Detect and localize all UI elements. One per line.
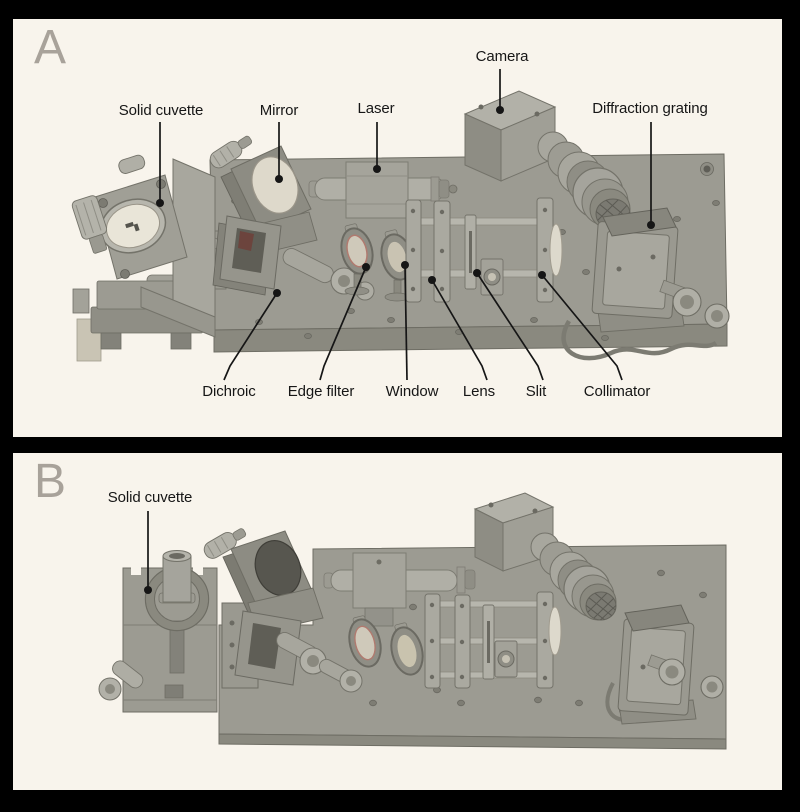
solid-cuvette-block-render bbox=[98, 550, 218, 713]
optical-setup-perspective-render bbox=[71, 69, 730, 381]
label-mirror: Mirror bbox=[259, 102, 299, 119]
label-lens: Lens bbox=[462, 383, 496, 400]
label-solid-cuvette-b: Solid cuvette bbox=[107, 489, 193, 506]
diffraction-grating-render-b bbox=[605, 604, 724, 725]
label-window: Window bbox=[385, 383, 439, 400]
mirror-mount-render bbox=[209, 135, 318, 256]
mirror-mount-render-b bbox=[203, 528, 324, 689]
label-laser: Laser bbox=[357, 100, 395, 117]
leader-dots-b bbox=[144, 586, 152, 594]
cage-system-render bbox=[405, 197, 563, 303]
cage-system-render-b bbox=[424, 591, 562, 689]
panel-a: A Solid cuvette Mirror Laser Camera Diff… bbox=[13, 19, 782, 437]
optical-setup-front-render bbox=[98, 492, 727, 750]
laser-render-b bbox=[323, 552, 476, 627]
camera-render-b bbox=[473, 492, 617, 621]
label-collimator: Collimator bbox=[583, 383, 651, 400]
filter-window-render-b bbox=[348, 615, 424, 676]
leader-lines bbox=[159, 69, 652, 381]
edge-filter-render bbox=[340, 223, 374, 296]
lens-mesh-texture-b bbox=[586, 592, 616, 620]
panel-b: B Solid cuvette bbox=[13, 453, 782, 790]
micrometer-knob-render bbox=[71, 195, 108, 254]
panel-letter-b: B bbox=[34, 455, 67, 508]
solid-cuvette-stage-render bbox=[71, 154, 216, 362]
laser-render bbox=[308, 161, 458, 219]
collimator-lens-render-b bbox=[548, 606, 562, 656]
diffraction-grating-render bbox=[561, 207, 730, 361]
label-slit: Slit bbox=[525, 383, 547, 400]
label-solid-cuvette-a: Solid cuvette bbox=[118, 102, 204, 119]
window-render bbox=[380, 229, 414, 302]
collimator-lens-render bbox=[549, 223, 563, 277]
leader-dots bbox=[156, 106, 655, 297]
label-diffraction-grating: Diffraction grating bbox=[592, 100, 708, 117]
panel-letter-a: A bbox=[34, 21, 67, 74]
dichroic-mount-render-b bbox=[234, 610, 363, 693]
label-edge-filter: Edge filter bbox=[287, 383, 355, 400]
label-dichroic: Dichroic bbox=[202, 383, 256, 400]
dichroic-mount-render bbox=[212, 215, 375, 301]
label-camera: Camera bbox=[475, 48, 529, 65]
camera-render bbox=[463, 90, 631, 230]
